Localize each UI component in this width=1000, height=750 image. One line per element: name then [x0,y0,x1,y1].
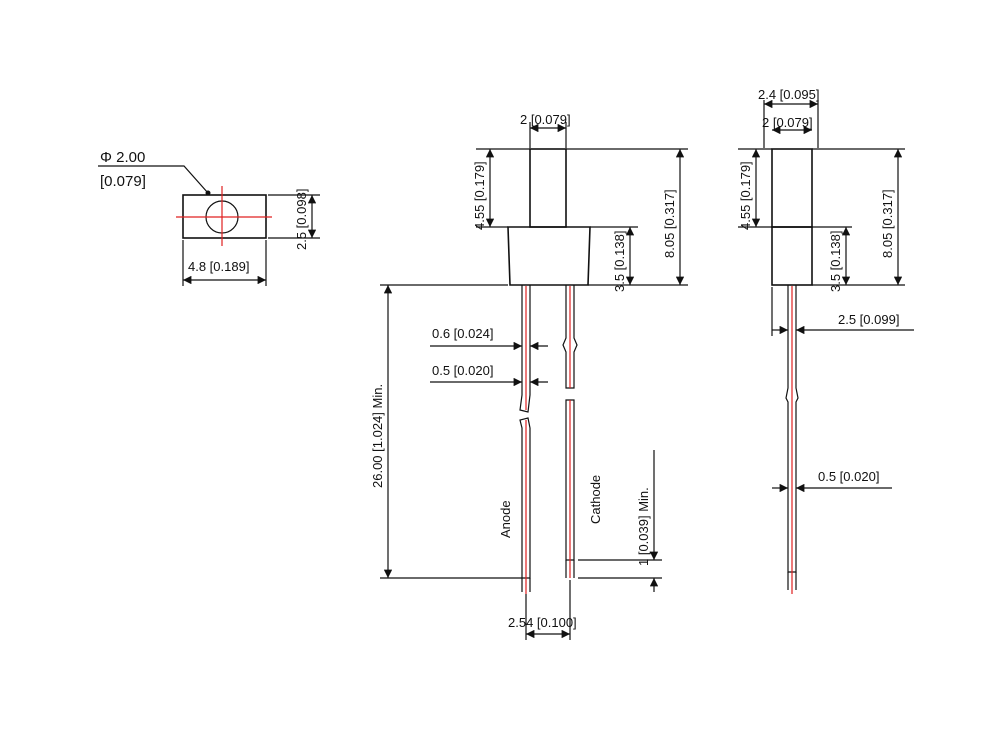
cathode-lead [562,285,578,578]
front-view: 2 [0.079] 4.55 [0.179] 8.05 [0.317] 3.5 … [370,112,688,640]
lead-min-label: 1 [0.039] Min. [636,487,651,566]
lead-length-label: 26.00 [1.024] Min. [370,384,385,488]
diameter-label: Φ 2.00 [100,149,145,166]
side-total-height-label: 8.05 [0.317] [880,189,895,258]
front-base [507,226,591,286]
front-total-height-label: 8.05 [0.317] [662,189,677,258]
top-width-label: 4.8 [0.189] [188,259,249,274]
side-view: 2.4 [0.095] 2 [0.079] 4.55 [0.179] 8.05 … [738,87,914,594]
pitch-label: 2.54 [0.100] [508,615,577,630]
side-base [771,226,813,286]
cathode-label: Cathode [588,475,603,524]
side-base-height-label: 3.5 [0.138] [828,231,843,292]
top-height-label: 2.5 [0.098] [294,189,309,250]
lead-width-2-label: 0.5 [0.020] [432,363,493,378]
side-width-inner-label: 2 [0.079] [762,115,813,130]
diameter-leader [98,165,209,194]
lead-width-1-label: 0.6 [0.024] [432,326,493,341]
diameter-in-label: [0.079] [100,173,146,190]
side-width-outer-label: 2.4 [0.095] [758,87,819,102]
anode-label: Anode [498,500,513,538]
side-lead [785,285,799,594]
side-body-height-label: 4.55 [0.179] [738,161,753,230]
front-top-width-label: 2 [0.079] [520,112,571,127]
side-lead-width-label: 0.5 [0.020] [818,469,879,484]
front-lens [529,148,567,228]
side-base-width-label: 2.5 [0.099] [838,312,899,327]
front-body-height-label: 4.55 [0.179] [472,161,487,230]
side-lens [771,148,813,228]
top-view: Φ 2.00 [0.079] 2.5 [0.098] 4.8 [0.189] [98,149,320,286]
anode-lead [519,285,531,594]
front-base-height-label: 3.5 [0.138] [612,231,627,292]
